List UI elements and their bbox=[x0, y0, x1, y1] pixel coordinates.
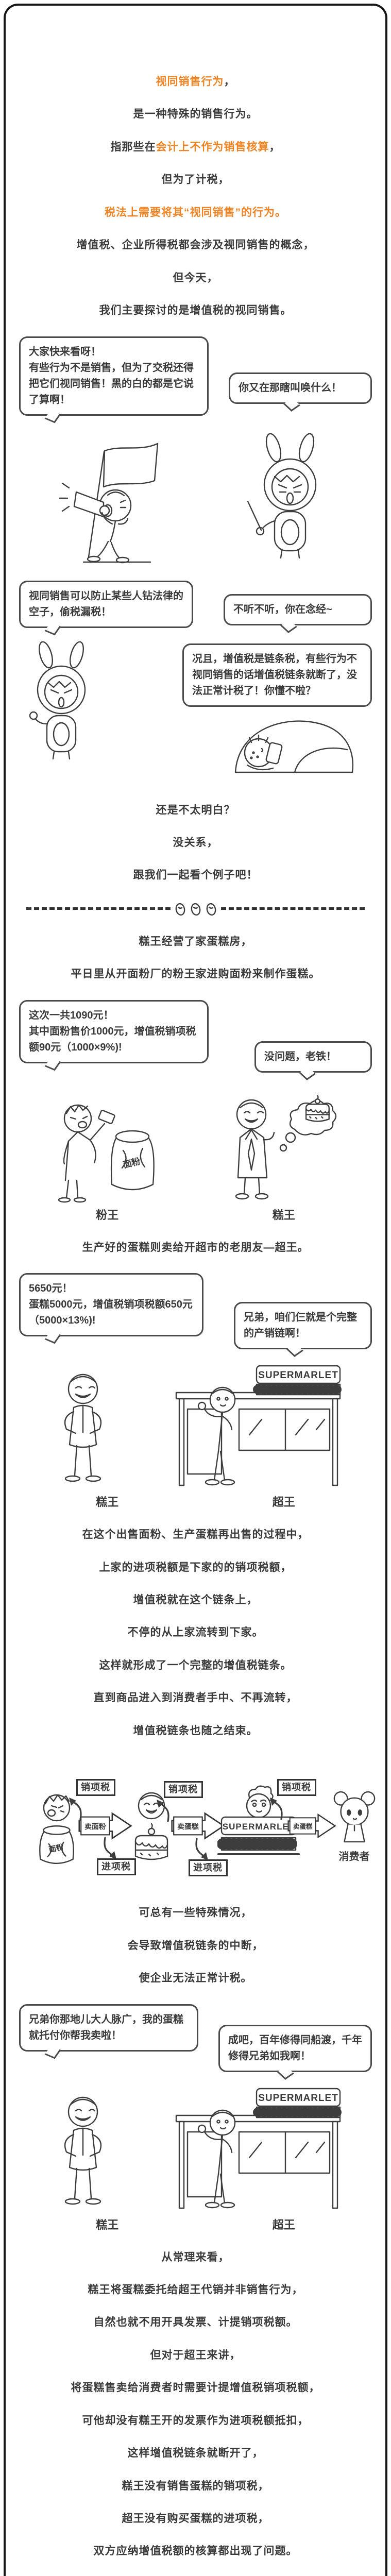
story-section-2: 生产好的蛋糕则卖给开超市的老朋友—超王。 bbox=[6, 1240, 385, 1256]
intro-line: 视同销售行为， bbox=[156, 76, 235, 88]
sell-flour-arrow: 卖面粉 bbox=[78, 1812, 132, 1840]
supermarket-sign-label: SUPERMARLET bbox=[258, 2093, 338, 2104]
speech-bubble: 成吧，百年修得同船渡，千年修得兄弟如我啊！ bbox=[218, 2024, 372, 2072]
scene-rabbit-lecture: 视同销售可以防止某些人钻法律的空子，偷税漏税！ 不听不听，你在念经~ 况且，增值… bbox=[19, 580, 372, 785]
speech-bubble: 兄弟你那地儿大人脉广，我的蛋糕就托付你帮我卖啦！ bbox=[19, 2004, 198, 2052]
output-tax-badge: 销项税 bbox=[163, 1781, 203, 1799]
story-line: 使企业无法正常计税。 bbox=[139, 1972, 252, 1985]
story-line: 增值税就在这个链条上， bbox=[133, 1594, 258, 1606]
speech-bubble: 兄弟，咱们仨就是个完整的产销链啊！ bbox=[234, 1302, 372, 1350]
megaphone-man-figure bbox=[55, 429, 173, 563]
intro-line: 但今天， bbox=[173, 272, 218, 284]
svg-text:卖蛋糕: 卖蛋糕 bbox=[293, 1823, 312, 1831]
character-label: 糕王 bbox=[96, 2218, 119, 2231]
scene-consignment: 兄弟你那地儿大人脉广，我的蛋糕就托付你帮我卖啦！ 成吧，百年修得同船渡，千年修得… bbox=[19, 2004, 372, 2232]
story-line: 跟我们一起看个例子吧！ bbox=[133, 869, 258, 882]
sleeping-man-figure bbox=[217, 695, 372, 785]
story-line: 上家的进项税额是下家的的销项税额， bbox=[99, 1561, 292, 1573]
chain-text-section: 在这个出售面粉、生产蛋糕再出售的过程中， 上家的进项税额是下家的的销项税额， 增… bbox=[6, 1527, 385, 1739]
analysis-section: 从常理来看， 糕王将蛋糕委托给超王代销并非销售行为， 自然也就不用开具发票、计提… bbox=[6, 2250, 385, 2560]
story-line: 这样就形成了一个完整的增值税链条。 bbox=[99, 1659, 292, 1671]
intro-line: 是一种特殊的销售行为。 bbox=[133, 108, 258, 121]
story-line: 糕王经营了家蛋糕房， bbox=[139, 935, 252, 947]
story-line: 可总有一些特殊情况， bbox=[139, 1907, 252, 1919]
input-tax-badge: 进项税 bbox=[96, 1858, 136, 1876]
egg-divider bbox=[26, 902, 365, 916]
cake-king-thinking-figure bbox=[210, 1095, 349, 1202]
story-line: 糕王将蛋糕委托给超王代销并非销售行为， bbox=[88, 2283, 303, 2296]
speech-bubble: 5650元！ 蛋糕5000元，增值税销项税额650元（5000×13%)! bbox=[19, 1273, 203, 1337]
comic-page: 视同销售行为， 是一种特殊的销售行为。 指那些在会计上不作为销售核算， 但为了计… bbox=[4, 4, 387, 2576]
story-line: 生产好的蛋糕则卖给开超市的老朋友—超王。 bbox=[82, 1241, 309, 1253]
intro-line: 增值税、企业所得税都会涉及视同销售的概念， bbox=[76, 239, 315, 251]
dash-line bbox=[26, 907, 171, 910]
scene-announcer: 大家快来看呀！ 有些行为不是销售，但为了交税还得把它们视同销售！黑的白的都是它说… bbox=[19, 336, 372, 563]
character-label: 超王 bbox=[272, 2218, 295, 2231]
story-line: 但对于超王来讲， bbox=[150, 2349, 241, 2361]
speech-bubble: 你又在那瞎叫唤什么！ bbox=[229, 372, 372, 404]
vat-chain-complete-diagram: 销项税 卖面粉 进项税 销项税 卖蛋糕 进项税 销项税 卖蛋糕 bbox=[15, 1761, 376, 1883]
svg-text:卖面粉: 卖面粉 bbox=[84, 1822, 106, 1831]
egg-icon bbox=[175, 902, 186, 916]
character-label: 超王 bbox=[272, 1496, 295, 1509]
speech-bubble: 况且，增值税是链条税，有些行为不视同销售的话增值税链条就断了，没法正常计税了！你… bbox=[182, 643, 372, 707]
curved-arrow-icon bbox=[152, 1797, 171, 1822]
cake-king-figure bbox=[42, 2088, 124, 2212]
story-line: 双方应纳增值税额的核算都出现了问题。 bbox=[93, 2545, 298, 2557]
story-line: 直到商品进入到消费者手中、不再流转， bbox=[93, 1692, 298, 1704]
intro-section: 视同销售行为， 是一种特殊的销售行为。 指那些在会计上不作为销售核算， 但为了计… bbox=[6, 74, 385, 319]
supermarket-sign-label: SUPERMARLET bbox=[258, 1370, 338, 1381]
consumer-node bbox=[332, 1789, 377, 1848]
story-line: 从常理来看， bbox=[161, 2251, 230, 2263]
egg-icon bbox=[190, 902, 201, 916]
input-tax-badge: 进项税 bbox=[188, 1859, 228, 1877]
story-line: 超王没有购买蛋糕的进项税， bbox=[122, 2513, 269, 2524]
story-line: 增值税链条也随之结束。 bbox=[133, 1724, 258, 1737]
speech-bubble: 这次一共1090元！ 其中面粉售价1000元，增值税销项税额90元（1000×9… bbox=[19, 999, 209, 1063]
story-line: 可他却没有糕王开的发票作为进项税额抵扣， bbox=[82, 2414, 309, 2427]
story-line: 这样增值税链条就断开了， bbox=[127, 2447, 264, 2460]
story-line: 将蛋糕售卖给消费者时需要计提增值税销项税额， bbox=[71, 2382, 320, 2394]
scene-cake-sale: 5650元！ 蛋糕5000元，增值税销项税额650元（5000×13%)! 兄弟… bbox=[19, 1273, 372, 1510]
curved-arrow-icon bbox=[266, 1794, 284, 1820]
sell-cake-arrow: 卖蛋糕 bbox=[171, 1812, 225, 1840]
intro-line: 我们主要探讨的是增值税的视同销售。 bbox=[99, 304, 292, 317]
story-line: 自然也就不用开具发票、计提销项税额。 bbox=[93, 2316, 298, 2329]
break-text-section: 可总有一些特殊情况， 会导致增值税链条的中断， 使企业无法正常计税。 bbox=[6, 1905, 385, 1986]
speech-bubble: 大家快来看呀！ 有些行为不是销售，但为了交税还得把它们视同销售！黑的白的都是它说… bbox=[19, 336, 209, 416]
output-tax-badge: 销项税 bbox=[76, 1779, 115, 1797]
supermarket-storefront: SUPERMARLET bbox=[169, 2086, 349, 2212]
scene-flour-sale: 这次一共1090元！ 其中面粉售价1000元，增值税销项税额90元（1000×9… bbox=[19, 999, 372, 1223]
story-line: 没关系， bbox=[173, 836, 218, 849]
flour-king-node bbox=[28, 1785, 86, 1871]
output-tax-badge: 销项税 bbox=[277, 1779, 316, 1797]
speech-bubble: 没问题，老铁！ bbox=[254, 1041, 372, 1073]
speech-bubble: 不听不听，你在念经~ bbox=[224, 594, 372, 625]
consumer-label: 消费者 bbox=[338, 1851, 370, 1863]
bridge-section: 还是不太明白？ 没关系， 跟我们一起看个例子吧！ bbox=[6, 803, 385, 884]
story-line: 还是不太明白？ bbox=[156, 804, 235, 816]
cake-king-figure bbox=[42, 1365, 124, 1489]
story-line: 在这个出售面粉、生产蛋糕再出售的过程中， bbox=[82, 1529, 309, 1541]
rabbit-talking-figure bbox=[19, 638, 101, 762]
story-line: 不停的从上家流转到下家。 bbox=[127, 1626, 264, 1639]
supermarket-storefront: SUPERMARLET bbox=[169, 1363, 349, 1489]
intro-line: 指那些在会计上不作为销售核算， bbox=[110, 141, 281, 153]
story-line: 平日里从开面粉厂的粉王家进购面粉来制作蛋糕。 bbox=[71, 968, 320, 980]
dash-line bbox=[220, 907, 365, 910]
sell-cake-arrow: 卖蛋糕 bbox=[287, 1814, 336, 1839]
character-label: 糕王 bbox=[96, 1496, 119, 1509]
story-line: 糕王没有销售蛋糕的销项税， bbox=[122, 2480, 269, 2492]
svg-text:卖蛋糕: 卖蛋糕 bbox=[177, 1822, 199, 1831]
story-line: 会导致增值税链条的中断， bbox=[127, 1939, 264, 1952]
speech-bubble: 视同销售可以防止某些人钻法律的空子，偷税漏税！ bbox=[19, 580, 193, 628]
character-label: 糕王 bbox=[272, 1208, 295, 1222]
intro-line: 但为了计税， bbox=[161, 174, 230, 186]
story-section-1: 糕王经营了家蛋糕房， 平日里从开面粉厂的粉王家进购面粉来制作蛋糕。 bbox=[6, 934, 385, 982]
character-label: 粉王 bbox=[96, 1208, 119, 1222]
flour-king-figure: 面粉 bbox=[42, 1094, 165, 1202]
intro-line: 税法上需要将其“视同销售”的行为。 bbox=[105, 206, 286, 218]
egg-icon bbox=[206, 902, 217, 916]
rabbit-teacher-figure bbox=[244, 429, 336, 563]
